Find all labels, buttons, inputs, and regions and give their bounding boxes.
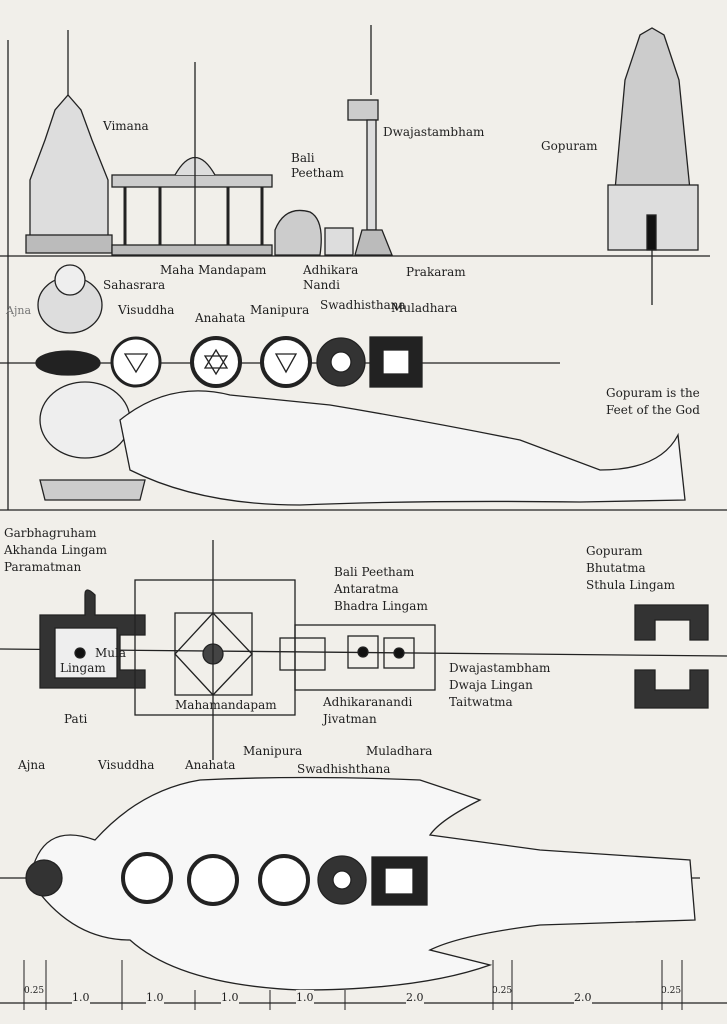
bhadra-lingam-label: Bhadra Lingam xyxy=(334,599,428,613)
maha-mandapam-elevation xyxy=(111,62,273,256)
scale-label: 0.25 xyxy=(24,986,45,996)
jivatman-label: Jivatman xyxy=(323,712,377,726)
manipura-chakra xyxy=(260,336,312,388)
dwajastambham-label: Dwajastambham xyxy=(383,125,485,139)
ajna-label: Ajna xyxy=(6,304,31,317)
mula-label: Mula xyxy=(95,646,127,660)
adhikara-label: Adhikara xyxy=(303,263,359,277)
feet-note-line-1: Gopuram is the xyxy=(606,386,700,400)
scale-bar xyxy=(0,960,727,1010)
paramatman-label: Paramatman xyxy=(4,560,82,574)
akhanda-lingam-label: Akhanda Lingam xyxy=(4,543,107,557)
bali-peetham-label-1: Bali xyxy=(291,151,315,165)
bali-peetham-plan-label: Bali Peetham xyxy=(334,565,415,579)
muladhara-lower-label: Muladhara xyxy=(366,744,433,758)
ajna-lower-label: Ajna xyxy=(18,758,46,772)
manipura-lower-label: Manipura xyxy=(243,744,303,758)
visuddha-chakra-lower xyxy=(121,852,173,904)
bali-peetham-label-2: Peetham xyxy=(291,166,344,180)
lingam-label: Lingam xyxy=(60,661,106,675)
gopuram-plan-label: Gopuram xyxy=(586,544,643,558)
gopuram-plan xyxy=(634,604,709,641)
scale-label: 1.0 xyxy=(221,990,239,1006)
vimana-label: Vimana xyxy=(103,119,149,133)
vimana-elevation xyxy=(25,30,113,254)
prakaram-label: Prakaram xyxy=(406,265,466,279)
taitwatma-label: Taitwatma xyxy=(449,695,513,709)
muladhara-label: Muladhara xyxy=(391,301,458,315)
pati-label: Pati xyxy=(64,712,88,726)
reclining-body-upper xyxy=(39,381,686,506)
swadhishthana-lower-label: Swadhishthana xyxy=(297,762,391,776)
nandi-and-bali-peetham xyxy=(274,209,354,256)
temple-plan xyxy=(39,540,709,760)
garbhagruham-label: Garbhagruham xyxy=(4,526,97,540)
mahamandapam-label: Mahamandapam xyxy=(175,698,277,712)
gopuram-elevation xyxy=(607,27,699,305)
feet-note-line-2: Feet of the God xyxy=(606,403,700,417)
anahata-chakra-lower xyxy=(187,854,239,906)
scale-label: 2.0 xyxy=(406,990,424,1006)
scale-label: 1.0 xyxy=(72,990,90,1006)
swadhisthana-label: Swadhisthana xyxy=(320,298,406,312)
scale-label: 2.0 xyxy=(574,990,592,1006)
adhikaranandi-label: Adhikaranandi xyxy=(323,695,413,709)
visuddha-label: Visuddha xyxy=(118,303,175,317)
manipura-chakra-lower xyxy=(258,854,310,906)
manipura-label: Manipura xyxy=(250,303,310,317)
anahata-label: Anahata xyxy=(195,311,246,325)
maha-mandapam-label: Maha Mandapam xyxy=(160,263,267,277)
ajna-chakra-lower xyxy=(25,859,63,897)
dwaja-lingan-label: Dwaja Lingan xyxy=(449,678,533,692)
bhutatma-label: Bhutatma xyxy=(586,561,646,575)
sahasrara-label: Sahasrara xyxy=(103,278,166,292)
dwajastambham-elevation xyxy=(347,25,393,256)
reclining-body-lower xyxy=(25,776,696,991)
upper-chakras xyxy=(35,264,423,388)
sthula-lingam-label: Sthula Lingam xyxy=(586,578,676,592)
ajna-chakra xyxy=(35,350,101,376)
dwajastambham-plan-label: Dwajastambham xyxy=(449,661,551,675)
scale-label: 0.25 xyxy=(492,986,513,996)
antaratma-label: Antaratma xyxy=(334,582,399,596)
scale-label: 0.25 xyxy=(661,986,682,996)
visuddha-chakra xyxy=(110,336,162,388)
visuddha-lower-label: Visuddha xyxy=(98,758,155,772)
gopuram-label: Gopuram xyxy=(541,139,598,153)
anahata-chakra xyxy=(190,336,242,388)
scale-label: 1.0 xyxy=(296,990,314,1006)
anahata-lower-label: Anahata xyxy=(185,758,236,772)
nandi-label: Nandi xyxy=(303,278,340,292)
scale-label: 1.0 xyxy=(146,990,164,1006)
